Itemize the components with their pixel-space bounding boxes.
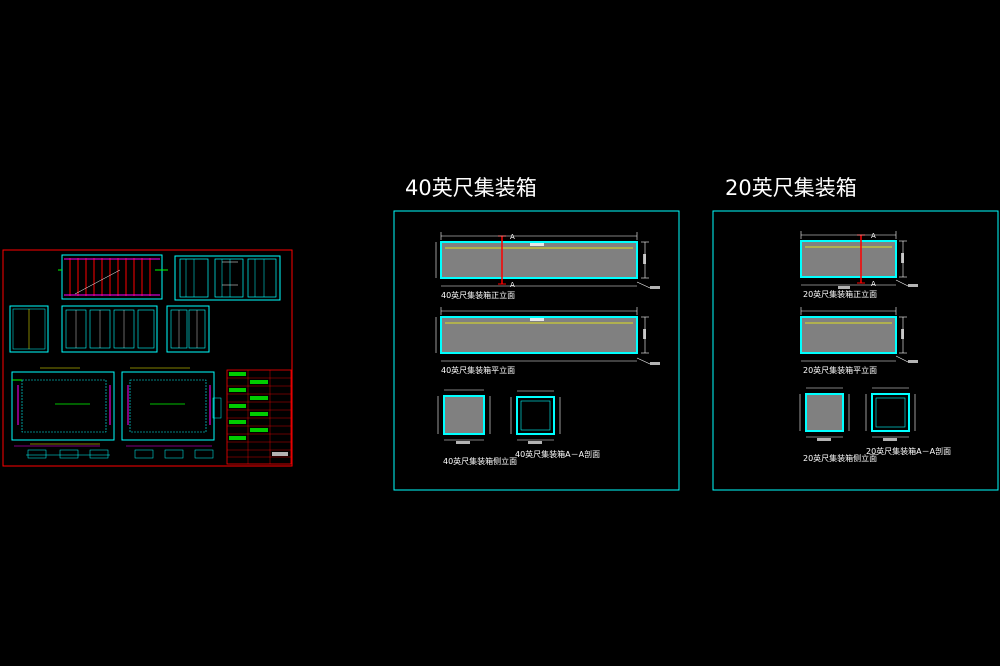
panel-20ft-side: 20英尺集装箱侧立面 [799, 387, 877, 463]
panel-40ft-frame [393, 210, 680, 491]
panel-20ft-section-top: A [871, 232, 876, 240]
panel-20ft-caption-plan: 20英尺集装箱平立面 [803, 365, 877, 375]
panel-40ft-section-top: A [510, 233, 515, 241]
panel-40ft-caption-elevation: 40英尺集装箱正立面 [441, 290, 515, 300]
sheet-border [2, 249, 293, 467]
panel-20ft-section: 20英尺集装箱A－A剖面 [865, 387, 951, 456]
panel-20ft-plan: 20英尺集装箱平立面 [800, 307, 918, 375]
panel-40ft-caption-plan: 40英尺集装箱平立面 [441, 365, 515, 375]
panel-20ft-caption-side: 20英尺集装箱侧立面 [803, 453, 877, 463]
panel-40ft-title: 40英尺集装箱 [405, 176, 537, 200]
panel-40ft-side: 40英尺集装箱侧立面 [437, 389, 517, 466]
panel-20ft-frame [712, 210, 999, 491]
sheet-container-elevation [58, 254, 168, 300]
panel-40ft: 40英尺集装箱 A A 40英尺集装箱正立面 [393, 176, 680, 491]
panel-40ft-elevation: A A 40英尺集装箱正立面 [435, 232, 660, 300]
panel-40ft-section: 40英尺集装箱A－A剖面 [510, 390, 600, 459]
panel-20ft: 20英尺集装箱 A A 20英尺集装箱正立面 [712, 176, 999, 491]
detail-sheet [2, 249, 293, 467]
panel-20ft-section-bottom: A [871, 280, 876, 288]
panel-20ft-title: 20英尺集装箱 [725, 176, 857, 200]
sheet-door-view [166, 305, 210, 353]
panel-20ft-caption-elevation: 20英尺集装箱正立面 [803, 289, 877, 299]
sheet-title-block [226, 369, 292, 465]
panel-20ft-caption-section: 20英尺集装箱A－A剖面 [866, 446, 951, 456]
panel-40ft-caption-section: 40英尺集装箱A－A剖面 [515, 449, 600, 459]
sheet-container-side [174, 255, 281, 301]
sheet-container-long [61, 305, 158, 353]
panel-20ft-elevation: A A 20英尺集装箱正立面 [800, 231, 918, 299]
sheet-plan-left [11, 367, 115, 459]
panel-40ft-section-bottom: A [510, 281, 515, 289]
panel-40ft-caption-side: 40英尺集装箱侧立面 [443, 456, 517, 466]
sheet-end-view [9, 305, 49, 353]
panel-40ft-plan: 40英尺集装箱平立面 [435, 307, 660, 375]
sheet-plan-right [121, 367, 222, 459]
